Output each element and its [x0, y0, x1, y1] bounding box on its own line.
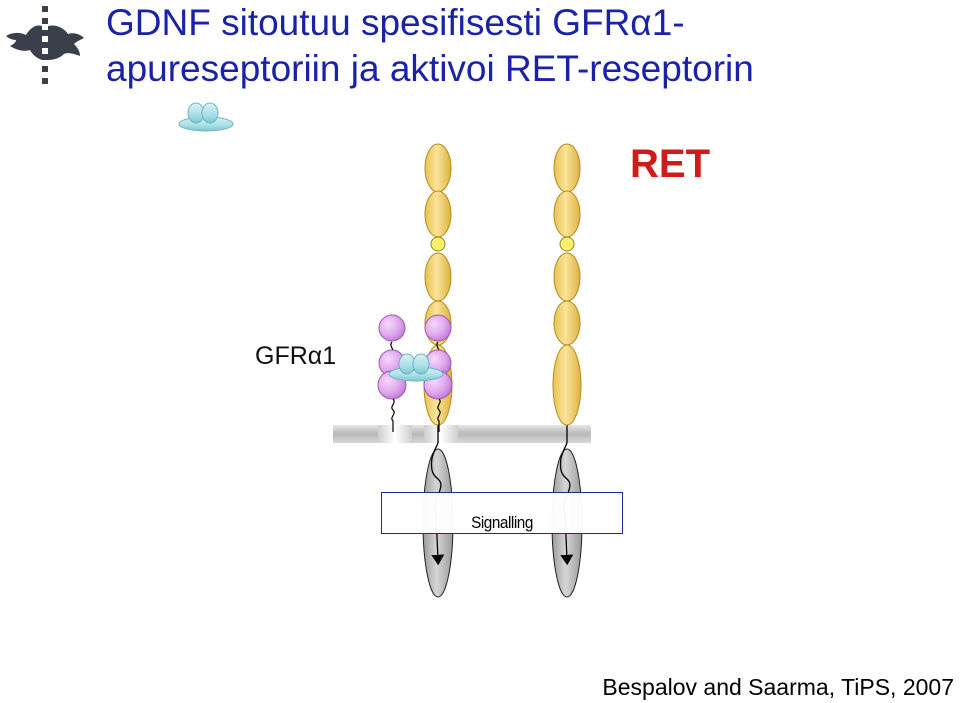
free-gdnf-ligand — [178, 102, 234, 132]
membrane-pores — [378, 425, 458, 443]
title-line-1: GDNF sitoutuu spesifisesti GFRα1- — [106, 2, 685, 43]
ret-label: RET — [630, 142, 710, 186]
signalling-label: Signalling — [471, 513, 533, 532]
signalling-box: Signalling — [381, 492, 623, 534]
gfra1-label: GFRα1 — [255, 342, 337, 370]
slide-title: GDNF sitoutuu spesifisesti GFRα1- apures… — [106, 0, 754, 92]
cell-membrane — [333, 425, 591, 443]
ret-receptor-right — [552, 143, 582, 443]
bound-gdnf-ligand — [388, 353, 444, 382]
title-line-2: apureseptoriin ja aktivoi RET-reseptorin — [106, 48, 754, 89]
citation: Bespalov and Saarma, TiPS, 2007 — [602, 674, 954, 700]
university-logo — [6, 6, 84, 84]
